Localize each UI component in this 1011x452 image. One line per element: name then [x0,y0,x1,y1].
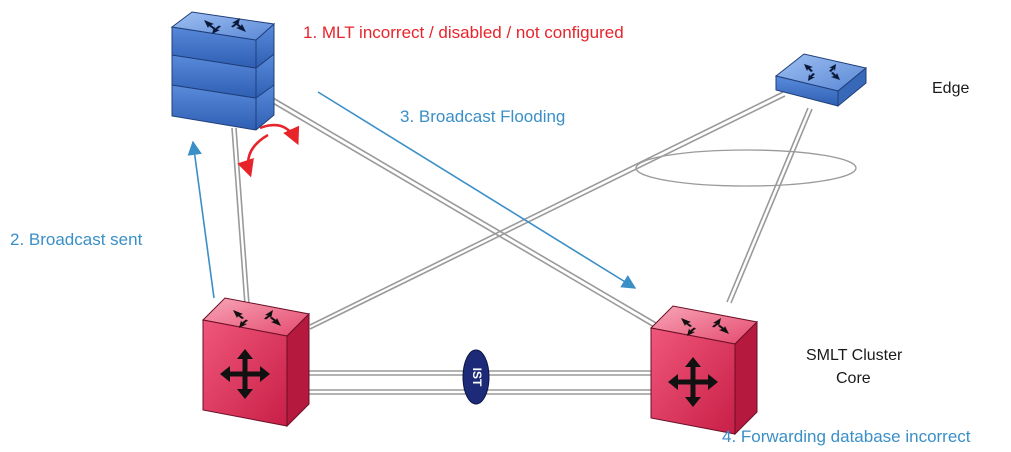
network-links [231,91,813,395]
link-stack-to-left-core [231,127,250,306]
edge-label: Edge [932,80,970,97]
blue-stacked-switch-icon [170,11,276,131]
broadcast-flooding-arrow [317,91,637,289]
core-label: Core [836,370,871,387]
step1-label: 1. MLT incorrect / disabled / not config… [303,23,624,42]
broadcast-sent-arrow [187,140,215,299]
step3-label: 3. Broadcast Flooding [400,107,566,126]
smlt-cluster-label: SMLT Cluster [806,347,903,364]
red-core-switch-icon [201,297,311,428]
blue-edge-switch-icon [774,53,868,108]
mlt-group-ellipse [635,149,857,187]
ist-label: IST [470,368,484,387]
ist-badge: IST [462,349,490,405]
step4-label: 4. Forwarding database incorrect [722,427,971,446]
link-stack-to-right-core [265,94,669,335]
red-core-switch-icon [649,305,759,436]
link-right-core-to-edge [726,107,813,304]
loop-arrows-icon [237,123,300,178]
link-left-core-to-edge [309,91,786,330]
step2-label: 2. Broadcast sent [10,230,143,249]
